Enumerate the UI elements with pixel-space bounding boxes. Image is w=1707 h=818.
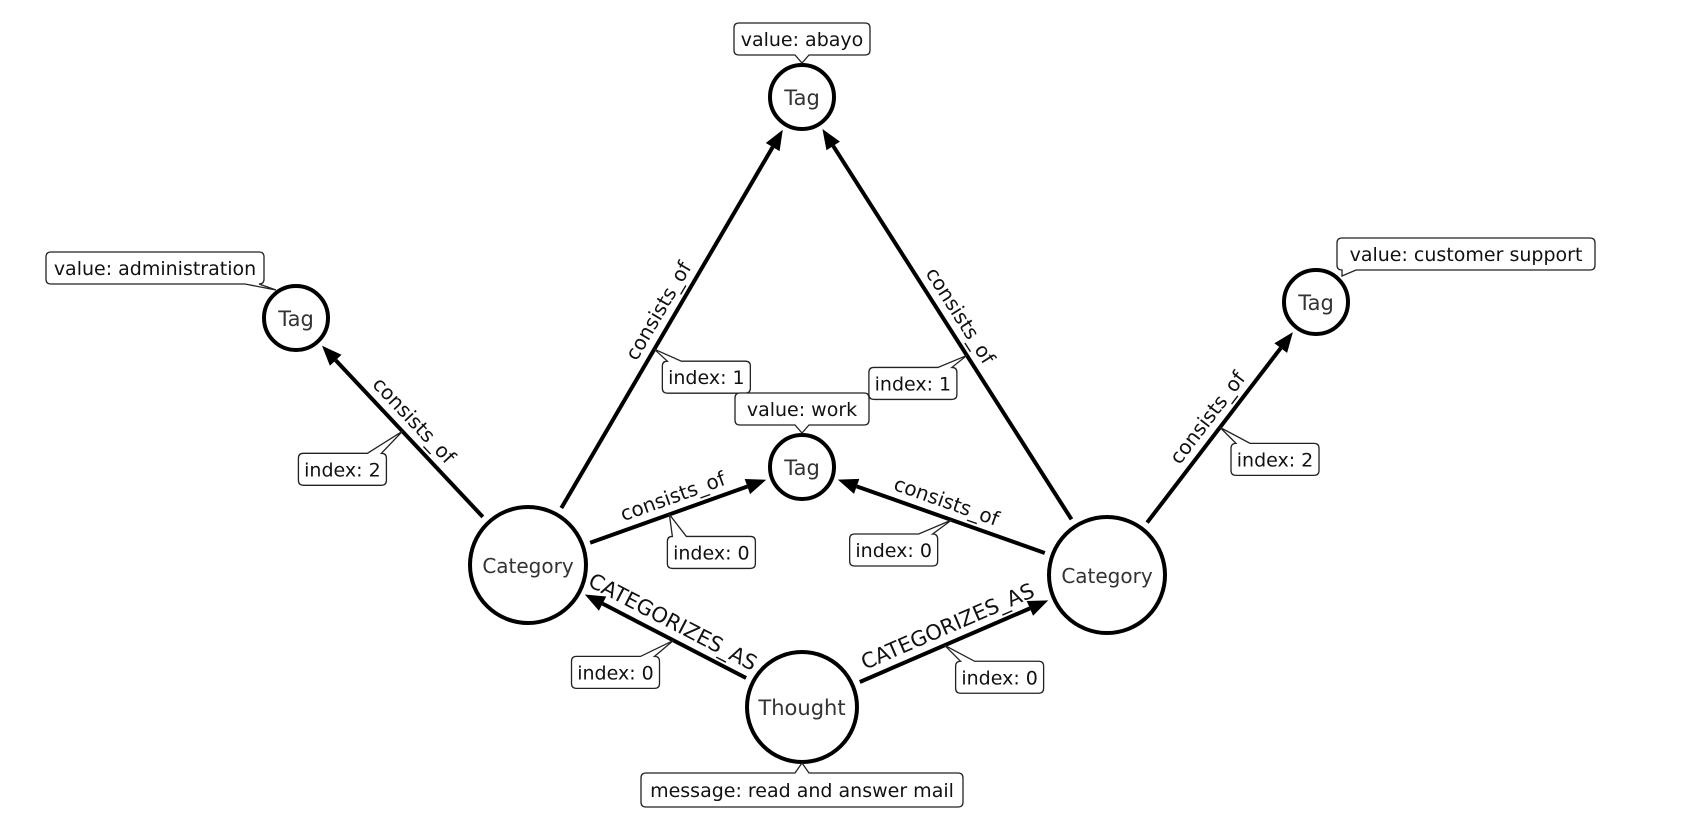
node-property-callout-tag_abayo-box [733,22,871,64]
node-thought[interactable]: Thought [745,650,859,764]
arrow-head-icon [1026,600,1049,616]
edge-property-callout: index: 1 [868,354,968,401]
node-label: Category [1061,564,1153,588]
node-tag_work[interactable]: Tag [768,433,836,501]
edge-property-callout-text: index: 1 [668,367,745,389]
node-property-callout-tag_support: value: customer support [1336,237,1596,277]
node-property-callout-thought: message: read and answer mail [640,761,964,808]
edge-property-callout: index: 2 [1219,426,1320,477]
edge-property-callout-box [1219,426,1320,477]
node-circle[interactable] [468,505,588,625]
edge-line[interactable] [856,484,1046,555]
node-label: Tag [277,307,314,331]
arrow-head-icon [322,345,342,366]
edge-property-callout-text: index: 1 [875,373,952,395]
arrow-head-icon [1274,332,1293,353]
node-circle[interactable] [768,63,836,131]
node-label: Tag [783,86,820,110]
arrow-head-icon [584,594,607,611]
edge-property-callout-box [666,512,757,570]
edge-line[interactable] [334,358,485,519]
node-property-callout-tag_support-text: value: customer support [1350,244,1583,266]
node-tag_admin[interactable]: Tag [262,284,330,352]
node-tag_abayo[interactable]: Tag [768,63,836,131]
edge-cat_left-to-tag_work[interactable]: consists_of index: 0 [589,466,767,570]
node-property-callout-tag_admin-box [45,251,277,291]
node-property-callout-thought-text: message: read and answer mail [650,780,954,802]
node-circle[interactable] [1047,515,1167,635]
edge-property-callout-box [849,519,953,567]
edge-cat_right-to-tag_abayo[interactable]: consists_of index: 1 [822,129,1074,521]
edge-label: consists_of [617,466,729,526]
edge-property-callout: index: 2 [297,430,403,486]
node-cat_right[interactable]: Category [1047,515,1167,635]
node-property-callout-tag_work-text: value: work [747,399,857,421]
edge-property-callout-text: index: 0 [577,662,654,684]
node-cat_left[interactable]: Category [468,505,588,625]
node-label: Category [482,554,574,578]
arrow-head-icon [765,129,783,152]
edge-property-callout-box [570,639,674,690]
edge-property-callout-text: index: 0 [673,542,750,564]
node-property-callout-tag_admin: value: administration [45,251,277,291]
node-circle[interactable] [768,433,836,501]
node-label: Thought [757,696,845,720]
edge-label: consists_of [620,257,697,365]
node-circle[interactable] [1282,268,1350,336]
edge-property-callout-text: index: 0 [961,667,1038,689]
arrow-head-icon [837,478,860,494]
edge-property-callout-text: index: 2 [304,459,381,481]
edge-line[interactable] [831,144,1074,521]
arrow-head-icon [744,479,767,495]
edge-property-callout-box [297,430,403,486]
arrow-head-icon [822,129,840,151]
node-property-callout-tag_admin-text: value: administration [54,258,256,280]
node-property-callout-tag_work: value: work [734,392,870,434]
edge-property-callout: index: 0 [570,639,674,690]
edge-property-callout: index: 0 [666,512,757,570]
node-property-callout-tag_support-box [1336,237,1596,277]
edge-line[interactable] [1145,346,1283,524]
node-label: Tag [783,456,820,480]
edge-property-callout-box [868,354,968,401]
edge-property-callout: index: 0 [944,644,1045,694]
edge-property-callout-text: index: 2 [1237,449,1314,471]
callouts-layer: value: abayo value: administration value: … [45,22,1596,808]
node-property-callout-tag_work-box [734,392,870,434]
node-property-callout-tag_abayo: value: abayo [733,22,871,64]
node-property-callout-tag_abayo-text: value: abayo [741,29,864,51]
edge-property-callout: index: 1 [653,348,752,394]
edge-line[interactable] [601,601,747,680]
node-property-callout-thought-box [640,761,964,808]
node-tag_support[interactable]: Tag [1282,268,1350,336]
edge-property-callout-box [944,644,1045,694]
edge-line[interactable] [559,146,775,510]
edge-property-callout: index: 0 [849,519,953,567]
node-circle[interactable] [262,284,330,352]
edge-property-callout-text: index: 0 [855,540,932,562]
edge-label: consists_of [921,263,1001,369]
node-label: Tag [1297,291,1334,315]
